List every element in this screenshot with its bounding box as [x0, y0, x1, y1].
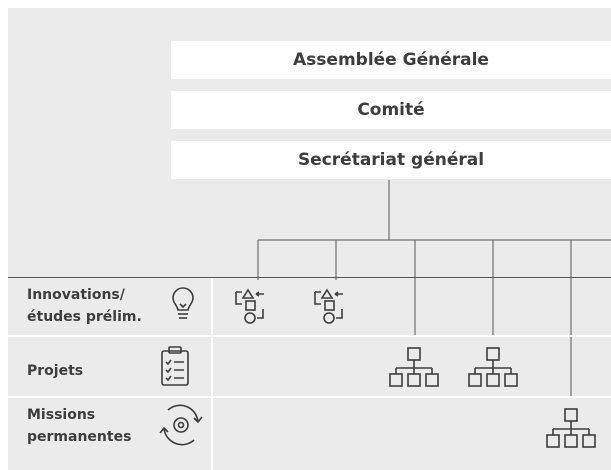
clipboard-checklist-icon	[161, 346, 189, 386]
row-divider-2	[8, 396, 611, 398]
process-flow-icon	[314, 288, 343, 324]
gear-cycle-icon	[159, 404, 203, 446]
assembly-label: Assemblée Générale	[293, 50, 489, 70]
secretariat-box: Secrétariat général	[171, 141, 611, 179]
row-label-innovations: Innovations/ études prélim.	[27, 287, 142, 325]
process-flow-icon	[235, 288, 264, 324]
lightbulb-icon	[172, 287, 194, 319]
secretariat-label: Secrétariat général	[297, 150, 485, 170]
committee-box: Comité	[171, 91, 611, 129]
committee-label: Comité	[357, 100, 425, 120]
org-chart-icon	[389, 347, 439, 387]
row-label-projets: Projets	[27, 363, 84, 379]
assembly-box: Assemblée Générale	[171, 41, 611, 79]
row-divider-1	[8, 335, 611, 337]
column-divider	[211, 278, 213, 470]
org-chart-icon	[468, 347, 518, 387]
diagram-background	[8, 8, 611, 470]
row-label-missions: Missions permanentes	[27, 407, 132, 445]
table-top-line	[8, 277, 611, 278]
org-chart-icon	[546, 408, 596, 448]
